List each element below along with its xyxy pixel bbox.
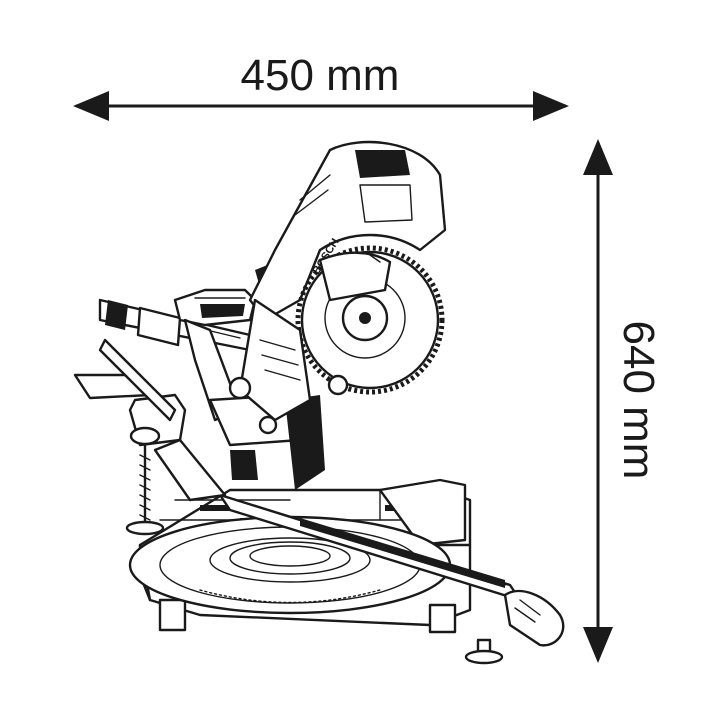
width-label: 450 mm [241, 51, 400, 100]
front-handle [464, 589, 565, 665]
height-label: 640 mm [614, 321, 663, 480]
turntable [128, 515, 452, 615]
front-rail [218, 493, 522, 602]
rear-column [73, 298, 252, 536]
miter-saw-illustration: BOSCH [73, 140, 565, 665]
saw-blade [295, 245, 445, 396]
height-dimension: 640 mm [583, 139, 663, 663]
width-dimension: 450 mm [73, 51, 569, 121]
pivot-assembly [228, 298, 312, 435]
